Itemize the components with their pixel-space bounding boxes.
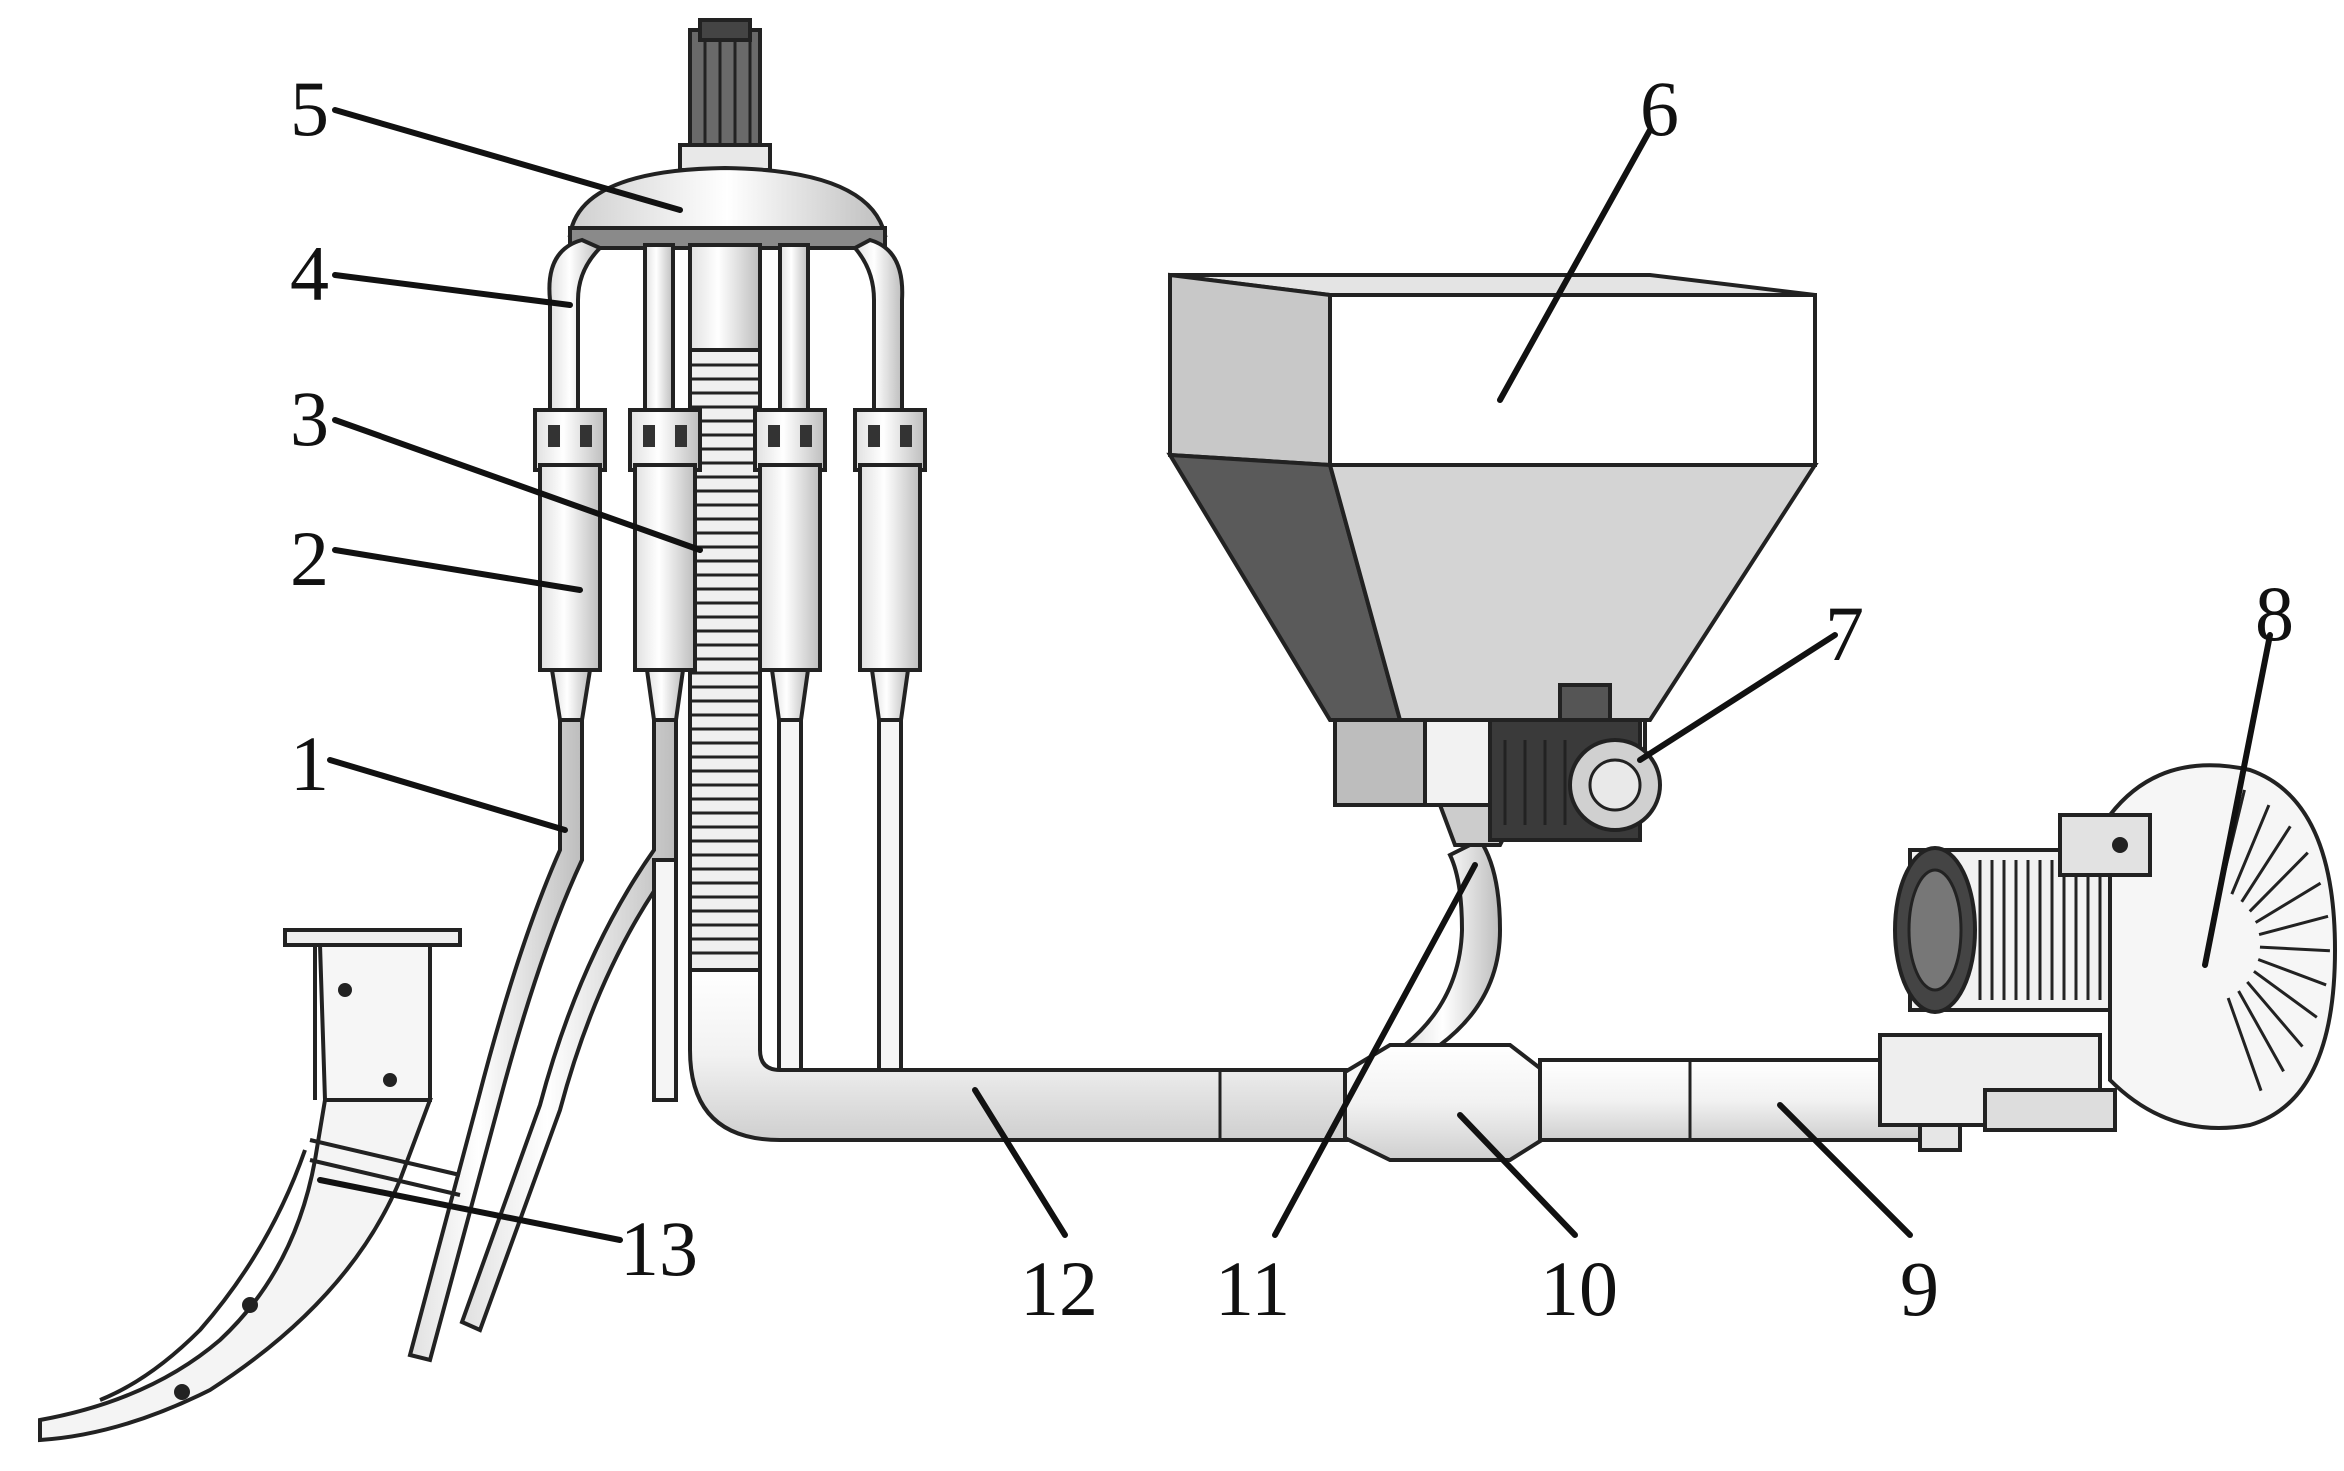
callout-10: 10 [1540,1245,1618,1332]
callout-5: 5 [290,65,329,152]
delivery-pipe [688,968,1382,1142]
blower-housing-rib [2258,914,2329,937]
leader-7 [1637,632,1838,763]
leader-lines [317,107,2273,1243]
leader-13 [317,1177,623,1243]
distributor-head [567,18,888,250]
callout-8: 8 [2255,570,2294,657]
callout-9: 9 [1900,1245,1939,1332]
callout-4: 4 [290,230,329,317]
blower-housing-rib [2246,980,2304,1048]
leader-4 [332,272,573,308]
callout-11: 11 [1215,1245,1290,1332]
hopper [1166,272,1819,807]
leader-3 [332,417,703,553]
blower-housing-rib [2226,997,2263,1092]
blower-housing-rib [2259,945,2330,953]
metering-motor [1488,683,1662,842]
callout-labels: 1 2 3 4 5 6 7 8 9 10 11 12 13 [290,65,2294,1332]
leader-5 [332,107,683,213]
leader-8 [2202,632,2273,968]
callout-13: 13 [620,1205,698,1292]
blower-housing-rib [2240,825,2292,903]
venturi-mixer [1343,1043,1547,1162]
leader-12 [972,1087,1068,1238]
leader-2 [332,547,583,593]
blower-housing-rib [2248,851,2309,913]
blower-housing-rib [2254,881,2322,924]
blower [1878,763,2338,1132]
leader-11 [1272,862,1478,1238]
metering-cylinders [533,408,927,722]
callout-12: 12 [1020,1245,1098,1332]
leader-10 [1457,1112,1578,1238]
callout-1: 1 [290,720,329,807]
blower-housing-rib [2230,804,2271,895]
callout-6: 6 [1640,65,1679,152]
callout-3: 3 [290,375,329,462]
blower-housing-rib [2237,990,2285,1073]
corrugated-tube [688,243,762,972]
leader-6 [1497,127,1653,403]
leader-1 [327,757,568,833]
callout-7: 7 [1825,590,1864,677]
blower-housing-rib [2257,958,2327,987]
blower-housing-rib [2253,970,2318,1019]
furrow-opener [38,928,462,1443]
leader-9 [1777,1102,1913,1238]
callout-2: 2 [290,515,329,602]
